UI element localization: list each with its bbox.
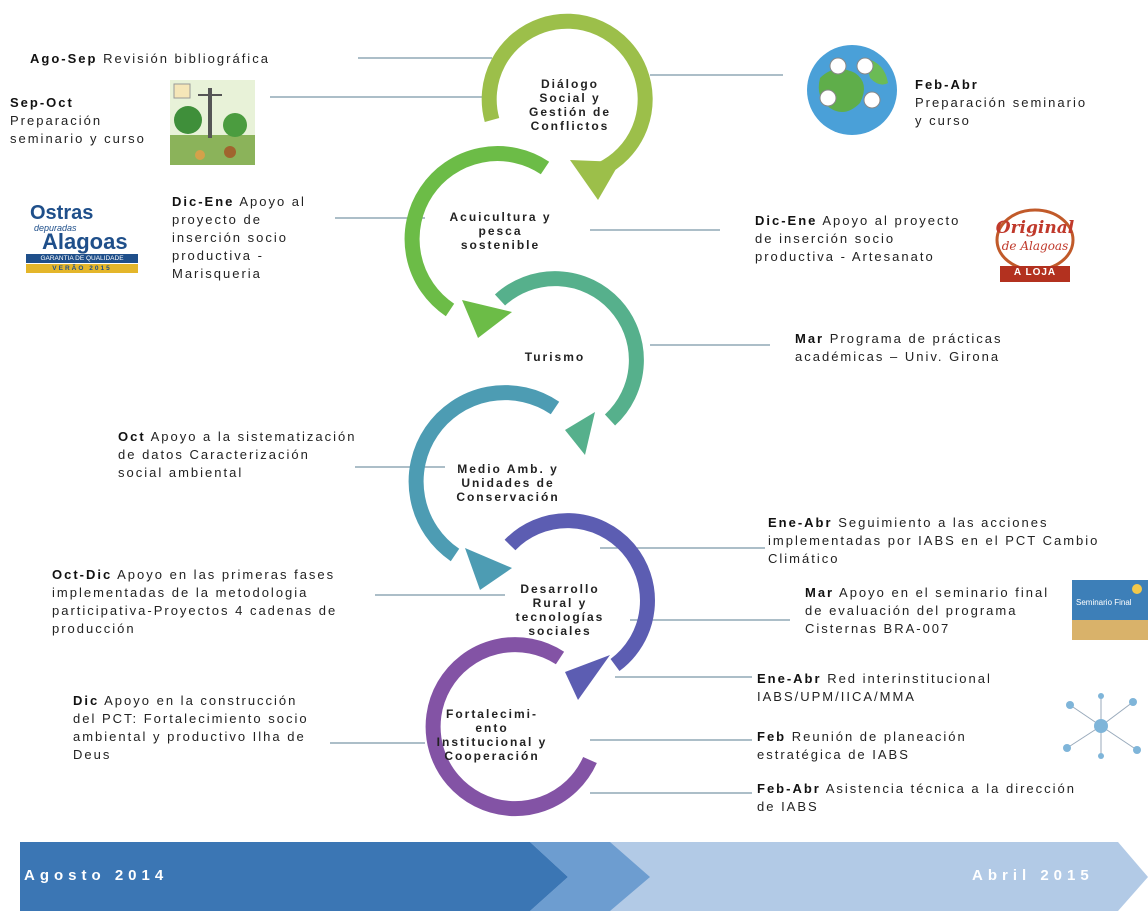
seminario-poster-ground: [1072, 620, 1148, 640]
activity-period: Feb: [757, 729, 787, 744]
activity-period: Mar: [805, 585, 835, 600]
activity-period: Oct: [118, 429, 146, 444]
arc-stage-2: [404, 146, 550, 317]
arc-stage-3: [494, 271, 644, 426]
activity-oct-dic: Oct-Dic Apoyo en las primeras fases impl…: [52, 566, 377, 638]
activity-period: Ene-Abr: [768, 515, 833, 530]
activity-period: Dic-Ene: [172, 194, 235, 209]
activity-ene-abr-2: Ene-Abr Red interinstitucional IABS/UPM/…: [757, 670, 1067, 706]
arrowhead: [465, 548, 512, 590]
activity-text: Apoyo al proyecto de inserción socio pro…: [755, 213, 961, 264]
arc-stage-6: [425, 637, 597, 817]
activity-feb: Feb Reunión de planeación estratégica de…: [757, 728, 1047, 764]
arrowhead: [570, 160, 620, 200]
stage-label-5: Desarrollo Rural y tecnologías sociales: [515, 582, 605, 638]
activity-period: Mar: [795, 331, 825, 346]
activity-text: Apoyo en el seminario final de evaluació…: [805, 585, 1050, 636]
arc-stage-5: [504, 513, 655, 672]
stage-label-4: Medio Amb. y Unidades de Conservación: [456, 462, 560, 504]
activity-period: Dic-Ene: [755, 213, 818, 228]
timeline-start: Agosto 2014: [24, 867, 169, 884]
activity-text: Apoyo al proyecto de inserción socio pro…: [172, 194, 306, 281]
arrowhead: [462, 300, 512, 338]
activity-period: Ago-Sep: [30, 51, 98, 66]
activity-sep-oct: Sep-Oct Preparación seminario y curso: [10, 94, 160, 148]
stage-label-2: Acuicultura y pesca sostenible: [449, 210, 552, 252]
ostras-logo: Ostras depuradas Alagoas GARANTIA DE QUA…: [22, 196, 142, 276]
ostras-logo-year: VERÃO 2015: [26, 264, 138, 273]
activity-text: Programa de prácticas académicas – Univ.…: [795, 331, 1003, 364]
activity-period: Feb-Abr: [915, 77, 979, 92]
activity-text: Reunión de planeación estratégica de IAB…: [757, 729, 967, 762]
arc-stage-1: [481, 13, 653, 177]
seminario-poster-title: Seminario Final: [1076, 598, 1132, 607]
activity-text: Seguimiento a las acciones implementadas…: [768, 515, 1100, 566]
activity-text: Apoyo a la sistematización de datos Cara…: [118, 429, 357, 480]
activity-text: Revisión bibliográfica: [103, 51, 270, 66]
activity-text: Red interinstitucional IABS/UPM/IICA/MMA: [757, 671, 992, 704]
arrowhead: [565, 655, 610, 700]
arrowhead: [565, 412, 595, 455]
activity-feb-abr-1: Feb-Abr Preparación seminario y curso: [915, 76, 1095, 130]
original-logo-line1: Original: [995, 218, 1075, 238]
activity-mar-2: Mar Apoyo en el seminario final de evalu…: [805, 584, 1065, 638]
globe-illustration: [800, 38, 905, 143]
network-diagram-image: [1055, 690, 1148, 762]
arc-stage-4: [408, 385, 560, 562]
activity-text: Apoyo en las primeras fases implementada…: [52, 567, 338, 636]
stage-label-3: Turismo: [524, 350, 586, 364]
activity-text: Apoyo en la construcción del PCT: Fortal…: [73, 693, 309, 762]
activity-dic: Dic Apoyo en la construcción del PCT: Fo…: [73, 692, 323, 764]
original-logo-line3: A LOJA: [1013, 267, 1057, 278]
activity-oct: Oct Apoyo a la sistematización de datos …: [118, 428, 358, 482]
activity-dic-ene-2: Dic-Ene Apoyo al proyecto de inserción s…: [755, 212, 980, 266]
activity-feb-abr-2: Feb-Abr Asistencia técnica a la direcció…: [757, 780, 1087, 816]
activity-text: Preparación seminario y curso: [915, 95, 1088, 128]
activity-period: Oct-Dic: [52, 567, 113, 582]
timeline-end: Abril 2015: [972, 867, 1094, 884]
seminario-poster: Seminario Final: [1072, 580, 1148, 640]
activity-mar-1: Mar Programa de prácticas académicas – U…: [795, 330, 1065, 366]
activity-period: Sep-Oct: [10, 95, 74, 110]
ostras-logo-title: Ostras: [30, 202, 94, 224]
original-logo-line2: de Alagoas: [1001, 239, 1069, 253]
stage-label-1: Diálogo Social y Gestión de Conflictos: [528, 77, 611, 133]
activity-dic-ene-1: Dic-Ene Apoyo al proyecto de inserción s…: [172, 193, 332, 283]
timeline-segment-dark: [20, 842, 568, 911]
sun-icon: [1132, 584, 1142, 594]
original-alagoas-logo: Original de Alagoas A LOJA: [990, 204, 1080, 286]
activity-text: Asistencia técnica a la dirección de IAB…: [757, 781, 1077, 814]
landscape-illustration: [170, 80, 255, 165]
timeline-segment-mid: [530, 842, 650, 911]
stage-label-6: Fortalecimi-ento Institucional y Coopera…: [436, 707, 548, 763]
activity-period: Feb-Abr: [757, 781, 821, 796]
activity-period: Dic: [73, 693, 100, 708]
arrowheads: [462, 160, 620, 700]
activity-ago-sep: Ago-Sep Revisión bibliográfica: [30, 50, 360, 68]
activity-period: Ene-Abr: [757, 671, 822, 686]
timeline-bar: [20, 842, 1148, 911]
activity-text: Preparación seminario y curso: [10, 113, 146, 146]
activity-ene-abr-1: Ene-Abr Seguimiento a las acciones imple…: [768, 514, 1146, 568]
ostras-logo-name: Alagoas: [42, 229, 128, 254]
ostras-logo-sub: depuradas: [34, 223, 77, 233]
ostras-logo-band: GARANTIA DE QUALIDADE: [26, 254, 138, 263]
connector-lines: [270, 57, 790, 794]
